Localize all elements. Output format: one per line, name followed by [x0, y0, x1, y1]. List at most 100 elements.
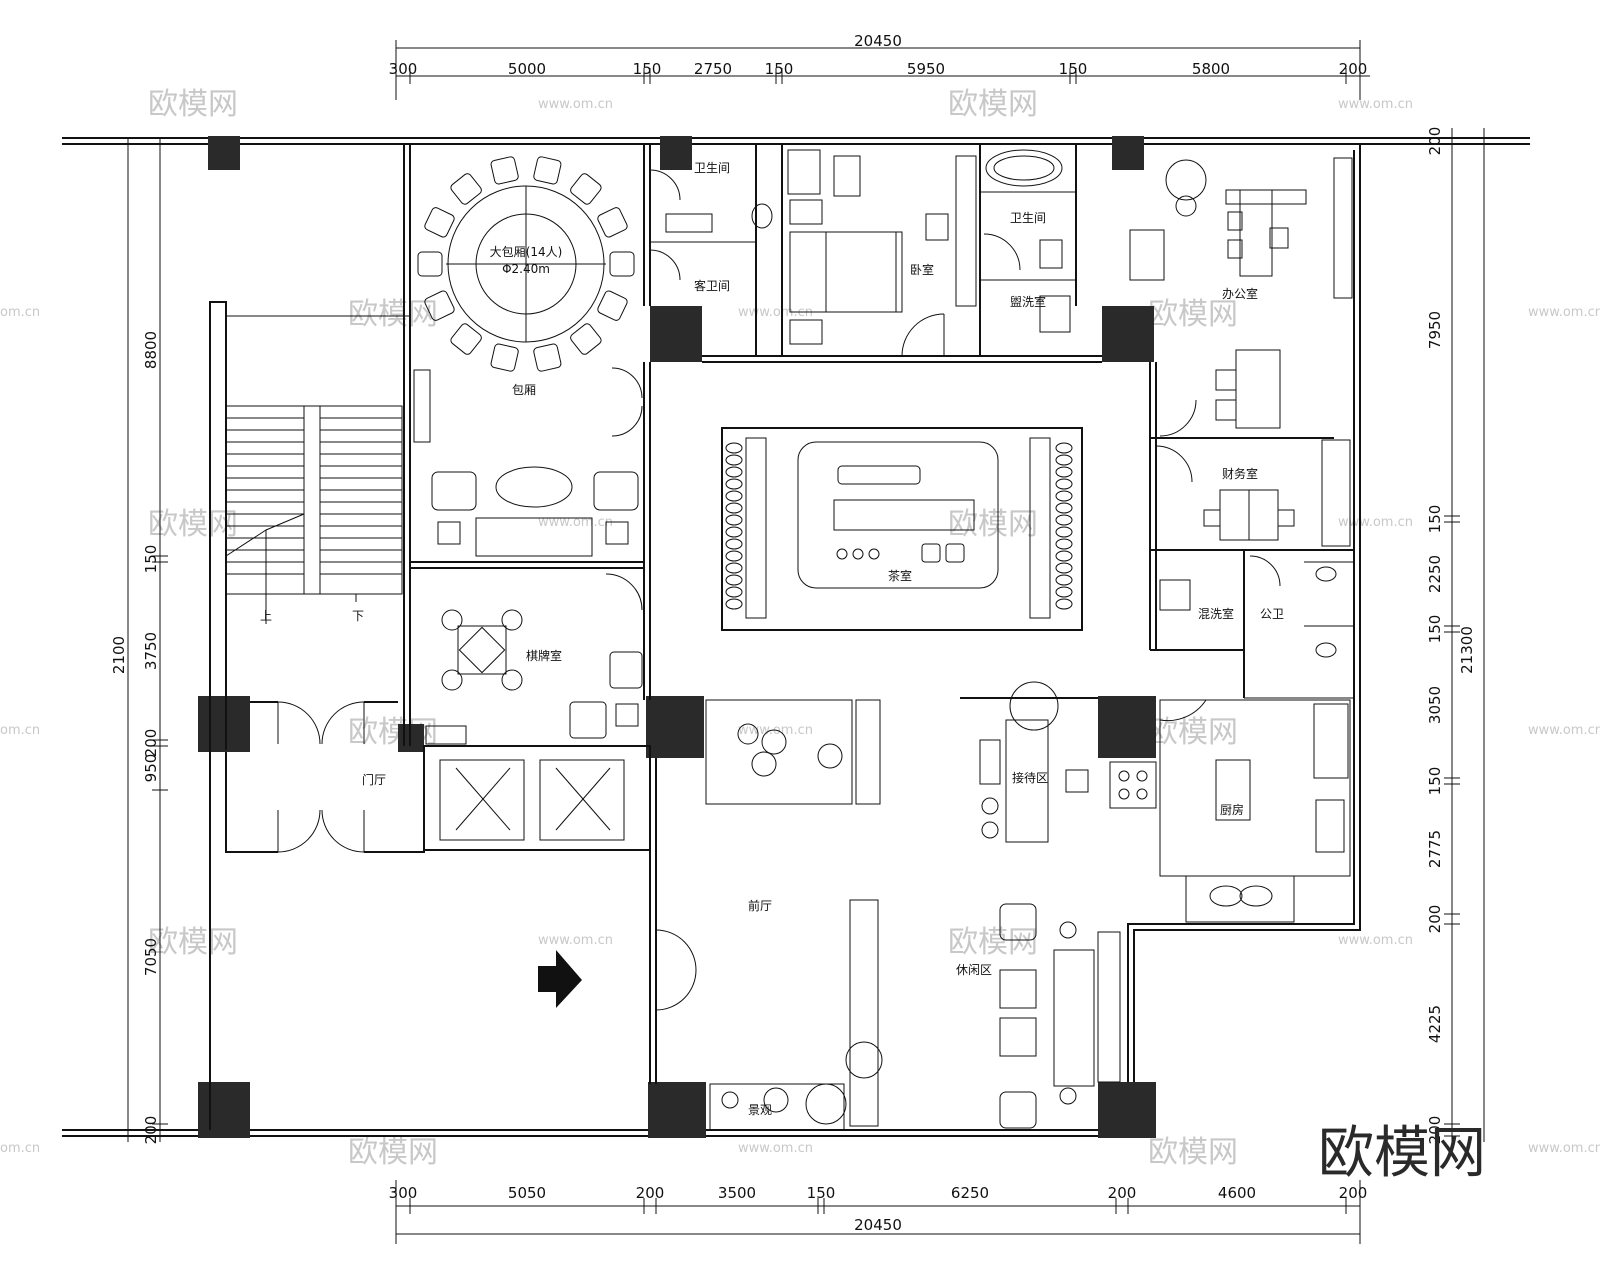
stair-down-label: 下 [352, 609, 364, 623]
dim-bottom-total: 20450 [854, 1216, 902, 1234]
outer-walls [62, 137, 1530, 1137]
front-hall-doors [655, 929, 697, 1011]
dining-lounge-sofa [413, 369, 639, 557]
lounge-furniture [999, 903, 1121, 1129]
tea-chair [1055, 598, 1073, 610]
watermark-url: om.cn [0, 305, 40, 320]
dining-chair [533, 156, 562, 185]
watermark-url: om.cn [0, 1141, 40, 1156]
dim-left-segment: 950 [142, 754, 160, 783]
tea-chair [1055, 514, 1073, 526]
dining-chair [570, 323, 602, 355]
tea-chair [1055, 574, 1073, 586]
room-labels: 卫生间 客卫间 包厢 卧室 卫生间 盥洗室 办公室 财务室 混洗室 公卫 茶室 … [362, 161, 1284, 1117]
dim-top-total: 20450 [854, 32, 902, 50]
dim-bottom-segment: 200 [1108, 1184, 1137, 1202]
room-label-washroom: 盥洗室 [1010, 294, 1046, 309]
column [198, 1082, 250, 1138]
room-label-tea-room: 茶室 [888, 568, 912, 583]
interior-walls [209, 144, 1354, 1131]
room-label-chess-room: 棋牌室 [526, 648, 562, 663]
room-label-office: 办公室 [1222, 286, 1258, 301]
dim-top-segment: 5950 [907, 60, 945, 78]
tea-chair [725, 538, 743, 550]
dim-top-segment: 2750 [694, 60, 732, 78]
tea-chair [725, 502, 743, 514]
dim-bottom-segment: 4600 [1218, 1184, 1256, 1202]
tea-chair [725, 454, 743, 466]
room-label-mixed-wash: 混洗室 [1198, 606, 1234, 621]
column [1102, 306, 1154, 362]
tea-chair [1055, 538, 1073, 550]
dining-chair [490, 343, 519, 372]
office-furniture [1129, 157, 1353, 437]
tea-chair [725, 442, 743, 454]
dim-right-segment: 4225 [1426, 1005, 1444, 1043]
column [1112, 136, 1144, 170]
foyer-doors [277, 701, 365, 853]
tea-chair [725, 574, 743, 586]
room-label-restroom: 公卫 [1260, 607, 1284, 621]
watermark-logo: 欧模网 [948, 507, 1038, 542]
dining-chair [424, 290, 455, 321]
tea-chair [1055, 490, 1073, 502]
finance-furniture [1155, 439, 1351, 547]
tea-chair [725, 526, 743, 538]
column [648, 1082, 706, 1138]
tea-chair [725, 562, 743, 574]
room-label-guest-restroom: 客卫间 [694, 278, 730, 293]
dim-bottom-segment: 5050 [508, 1184, 546, 1202]
room-label-foyer: 门厅 [362, 772, 386, 787]
dim-top-segment: 5800 [1192, 60, 1230, 78]
tea-chair [1055, 442, 1073, 454]
watermark-logo: 欧模网 [148, 87, 238, 122]
chess-table [425, 609, 643, 745]
round-table-note: 大包厢(14人) [490, 245, 563, 259]
dining-chair [533, 343, 562, 372]
structural-columns [198, 136, 1156, 1138]
tea-chair [1055, 502, 1073, 514]
dim-bottom-segment: 200 [636, 1184, 665, 1202]
brand-watermark: 欧模网 [1318, 1121, 1486, 1186]
tea-chair [725, 478, 743, 490]
watermark-logo: 欧模网 [348, 1135, 438, 1170]
bedroom-furniture [787, 149, 977, 357]
column [646, 696, 704, 758]
dim-bottom-segment: 3500 [718, 1184, 756, 1202]
dining-chair [609, 251, 635, 277]
dining-chair [490, 156, 519, 185]
watermark-logo: 欧模网 [348, 297, 438, 332]
dim-bottom-segment: 200 [1339, 1184, 1368, 1202]
watermark-url: om.cn [0, 723, 40, 738]
dining-chair [417, 251, 443, 277]
garden-planters [721, 723, 883, 1125]
dining-chair [450, 173, 482, 205]
watermark-logo: 欧模网 [948, 925, 1038, 960]
washroom-fixtures [1159, 555, 1337, 658]
room-label-bedroom: 卧室 [910, 262, 934, 277]
watermark-url: www.om.cn [538, 933, 613, 948]
dimension-right: 21300 2007950150225015030501502775200422… [1426, 127, 1485, 1145]
room-label-toilet: 卫生间 [694, 161, 730, 175]
dim-right-segment: 150 [1426, 505, 1444, 534]
watermark-url: www.om.cn [1528, 305, 1600, 320]
dim-left-segment: 8800 [142, 331, 160, 369]
dim-left-segment: 200 [142, 729, 160, 758]
dim-bottom-segment: 150 [807, 1184, 836, 1202]
dim-right-segment: 7950 [1426, 311, 1444, 349]
tea-chair [725, 598, 743, 610]
tea-chair [1055, 478, 1073, 490]
top-room-doors [605, 169, 1021, 611]
room-label-reception: 接待区 [1012, 770, 1048, 785]
dim-right-segment: 150 [1426, 767, 1444, 796]
watermark-url: www.om.cn [1528, 1141, 1600, 1156]
watermark-logo: 欧模网 [148, 925, 238, 960]
dim-right-segment: 2250 [1426, 555, 1444, 593]
room-label-lounge: 休闲区 [956, 963, 992, 977]
dim-top-segment: 150 [633, 60, 662, 78]
dining-chair [450, 323, 482, 355]
dim-right-segment: 200 [1426, 1116, 1444, 1145]
